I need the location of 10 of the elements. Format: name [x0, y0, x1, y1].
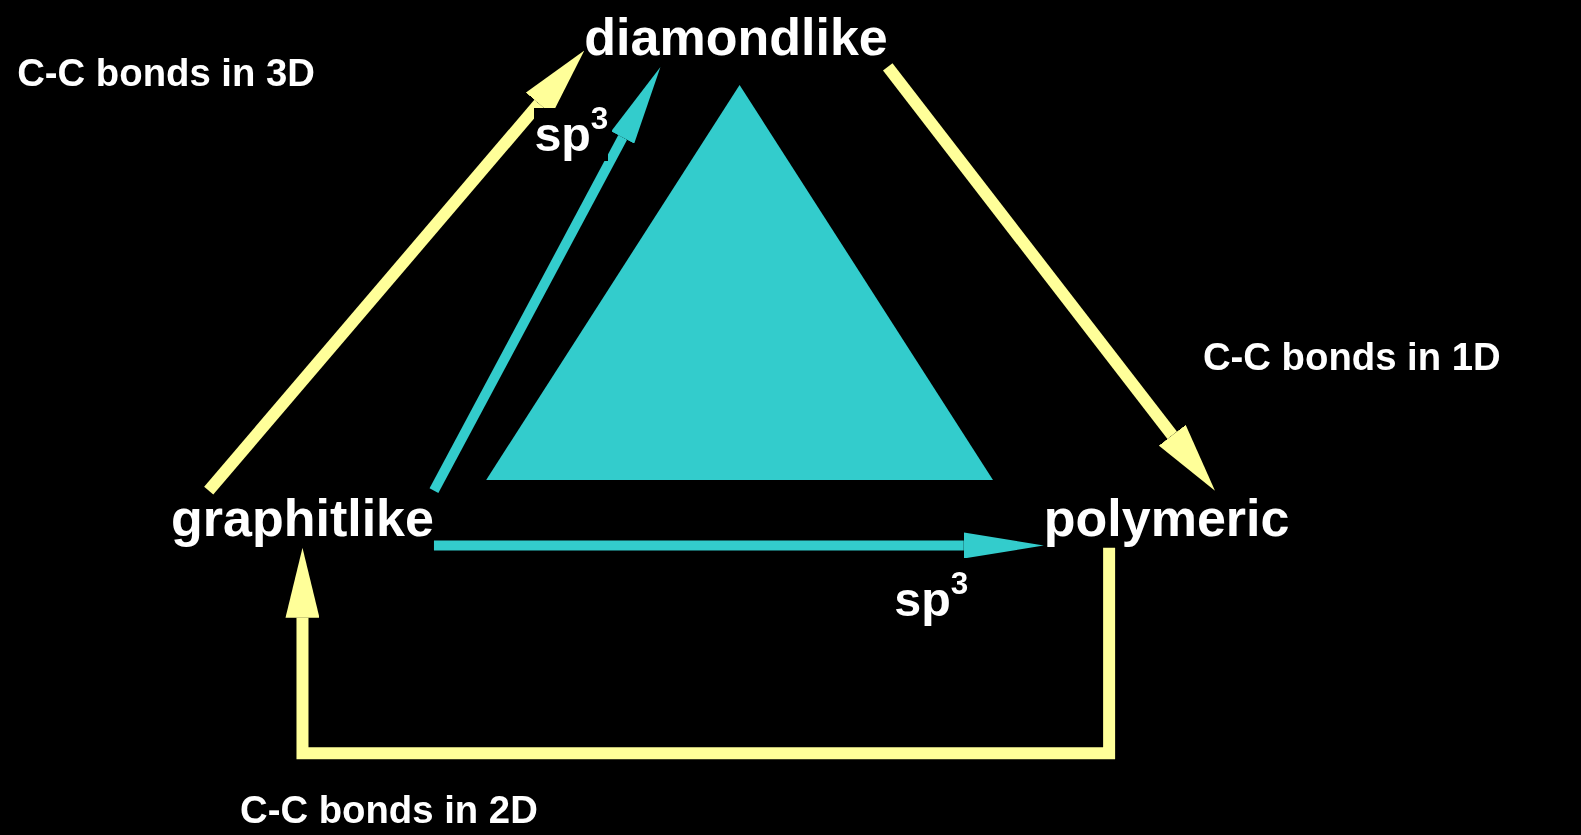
- node-label: graphitlike: [171, 490, 434, 548]
- arrow: [204, 50, 585, 495]
- node-label: diamondlike: [584, 9, 888, 67]
- arrow: [429, 66, 661, 494]
- node-label: polymeric: [1043, 490, 1290, 548]
- edge-label: sp$^{3}$: [534, 107, 609, 162]
- arrow: [285, 547, 1116, 760]
- edge-label: sp$^{3}$: [894, 572, 969, 626]
- arrow: [433, 532, 1044, 559]
- arrow: [883, 63, 1215, 491]
